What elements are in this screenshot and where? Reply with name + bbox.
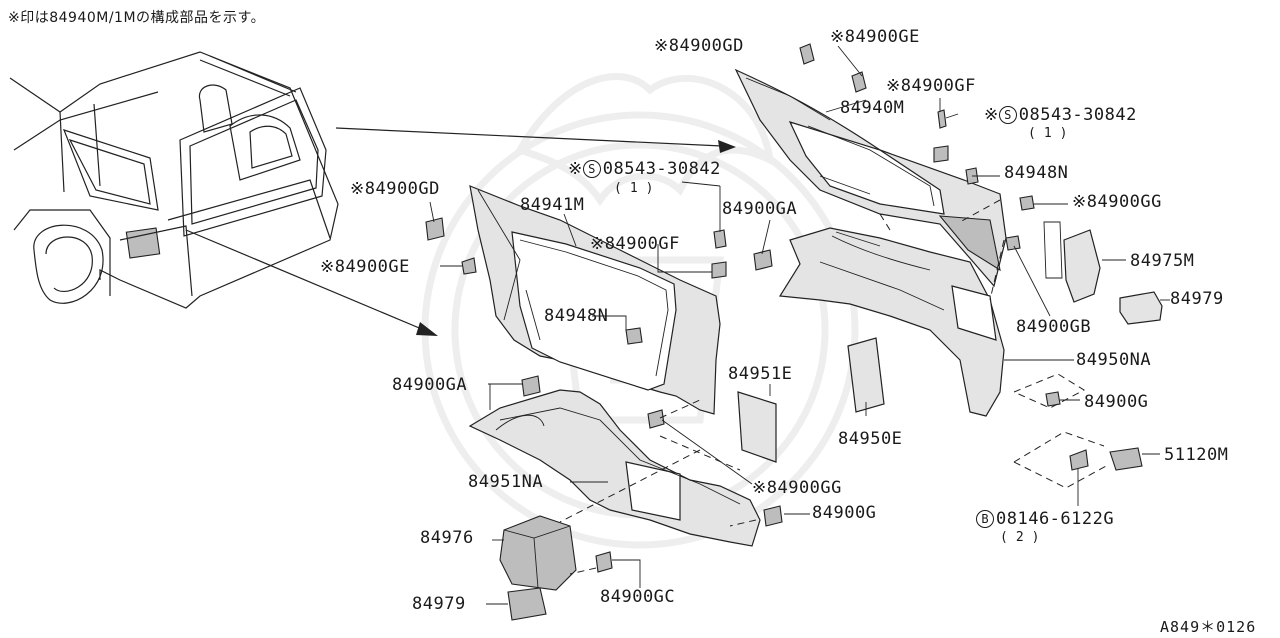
quantity-08146: (2) [1000,530,1048,545]
part-label-84900GD-left[interactable]: ※84900GD [350,179,440,199]
part-label-84950E[interactable]: 84950E [838,429,903,449]
circle-s-symbol: S [998,106,1017,124]
quantity-08543-top: (1) [1028,126,1076,141]
part-number-08146: 08146-6122G [996,509,1115,529]
vehicle-body [9,51,339,309]
box-84976 [499,515,577,621]
note-mark: ※ [984,105,999,125]
part-label-84900G-mid[interactable]: 84900G [812,503,877,523]
part-label-84900GA-left[interactable]: 84900GA [392,375,468,395]
part-label-84951E[interactable]: 84951E [728,364,793,384]
part-label-84900GG-right[interactable]: ※84900GG [1072,192,1162,212]
bracket-84975M [1043,221,1163,325]
rear-side-panel [778,227,1005,417]
part-label-84940M[interactable]: 84940M [840,98,905,118]
part-label-84900GG-mid[interactable]: ※84900GG [752,478,842,498]
circle-b-symbol: B [976,510,994,528]
part-label-84900GD-top[interactable]: ※84900GD [654,36,744,56]
leader-lines [429,45,1170,605]
assembly-dash-lines [559,199,1107,575]
part-label-84979-right[interactable]: 84979 [1170,289,1224,309]
part-label-84900GB[interactable]: 84900GB [1016,317,1092,337]
part-number-08543-mid: 08543-30842 [602,159,721,179]
quantity-08543-mid: (1) [614,181,662,196]
part-label-84941M[interactable]: 84941M [520,195,585,215]
part-label-84948N-mid[interactable]: 84948N [544,306,609,326]
part-label-84976[interactable]: 84976 [420,528,474,548]
circle-s-symbol: S [582,160,601,178]
part-label-84900G-right[interactable]: 84900G [1084,392,1149,412]
part-label-84979-left[interactable]: 84979 [412,594,466,614]
part-number-08543-top: 08543-30842 [1018,105,1137,125]
part-label-84900GF-mid[interactable]: ※84900GF [590,234,680,254]
lower-cover-84951E [737,391,777,463]
part-label-84900GE-top[interactable]: ※84900GE [830,27,920,47]
part-label-84948N-right[interactable]: 84948N [1004,163,1069,183]
part-label-51120M[interactable]: 51120M [1164,445,1229,465]
upper-rear-trim [734,68,1007,288]
part-label-84900GF-top[interactable]: ※84900GF [886,76,976,96]
main-side-trim [469,185,721,415]
part-label-84951NA[interactable]: 84951NA [468,472,544,492]
part-label-84975M[interactable]: 84975M [1130,251,1195,271]
part-label-84900GA-mid[interactable]: 84900GA [722,199,798,219]
note-mark: ※ [568,159,583,179]
fasteners [425,43,1143,573]
part-label-84950NA[interactable]: 84950NA [1076,350,1152,370]
note-text: ※印は84940M/1Mの構成部品を示す。 [8,10,266,26]
side-cover-84950E [847,337,885,413]
part-label-84900GC[interactable]: 84900GC [600,587,676,607]
pointer-arrows [185,127,736,336]
lower-trim [468,389,761,547]
diagram-code: A849＊0126 [1160,618,1257,636]
part-label-84900GE-left[interactable]: ※84900GE [320,257,410,277]
